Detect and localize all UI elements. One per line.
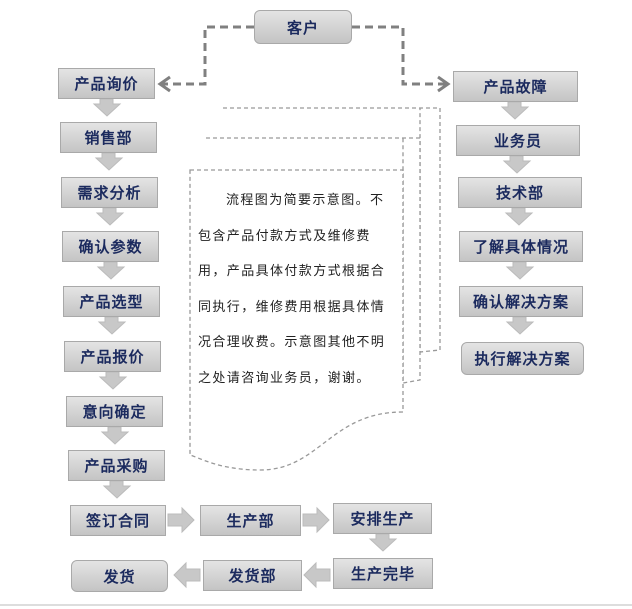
right-arrow-icon: [302, 506, 330, 534]
step-product-quote: 产品报价: [64, 341, 161, 372]
down-arrow-icon: [100, 426, 130, 445]
left-arrow-icon: [173, 561, 201, 589]
step-salesperson: 业务员: [456, 125, 580, 156]
step-sign-contract: 签订合同: [70, 505, 166, 536]
down-arrow-icon: [505, 261, 535, 280]
step-shipping-dept: 发货部: [203, 560, 302, 591]
step-intent-confirmed: 意向确定: [66, 396, 163, 427]
arrowhead-right-icon: [437, 75, 451, 93]
step-ship: 发货: [71, 560, 168, 592]
note-line: 同执行，维修费用根据具体情: [198, 299, 386, 315]
left-arrow-icon: [303, 561, 331, 589]
dashed-connector-right: [352, 25, 446, 86]
down-arrow-icon: [92, 98, 122, 117]
note-line: 流程图为简要示意图。不: [226, 193, 385, 208]
step-confirm-solution: 确认解决方案: [459, 286, 583, 317]
step-tech-dept: 技术部: [458, 177, 582, 208]
note-line: 用，产品具体付款方式根据合: [198, 264, 386, 279]
down-arrow-icon: [102, 480, 132, 499]
step-product-purchase: 产品采购: [68, 450, 165, 481]
step-production-done: 生产完毕: [333, 558, 433, 589]
customer-box: 客户: [254, 10, 352, 44]
down-arrow-icon: [505, 316, 535, 335]
step-understand-details: 了解具体情况: [459, 231, 583, 262]
down-arrow-icon: [504, 207, 534, 226]
step-product-selection: 产品选型: [63, 286, 160, 317]
step-schedule-production: 安排生产: [333, 503, 432, 534]
note-line: 之处请咨询业务员，谢谢。: [198, 370, 371, 386]
down-arrow-icon: [368, 533, 398, 552]
down-arrow-icon: [500, 101, 530, 120]
step-product-inquiry: 产品询价: [58, 68, 155, 99]
note-text: 流程图为简要示意图。不 包含产品付款方式及维修费 用，产品具体付款方式根据合 同…: [198, 183, 398, 396]
down-arrow-icon: [97, 316, 127, 335]
down-arrow-icon: [502, 155, 532, 174]
document-sheet-front: [189, 169, 404, 471]
step-needs-analysis: 需求分析: [61, 177, 158, 208]
arrowhead-left-icon: [157, 75, 171, 93]
down-arrow-icon: [98, 371, 128, 390]
down-arrow-icon: [94, 152, 124, 171]
note-line: 包含产品付款方式及维修费: [198, 228, 371, 244]
down-arrow-icon: [95, 207, 125, 226]
right-arrow-icon: [167, 506, 195, 534]
step-execute-solution: 执行解决方案: [461, 342, 584, 375]
down-arrow-icon: [96, 261, 126, 280]
bottom-divider: [0, 604, 632, 606]
note-line: 况合理收费。示意图其他不明: [198, 335, 386, 350]
step-sales-dept: 销售部: [60, 122, 157, 153]
step-confirm-params: 确认参数: [62, 231, 159, 262]
step-product-fault: 产品故障: [453, 71, 578, 102]
step-production-dept: 生产部: [200, 505, 301, 536]
dashed-connector-left: [162, 25, 254, 86]
